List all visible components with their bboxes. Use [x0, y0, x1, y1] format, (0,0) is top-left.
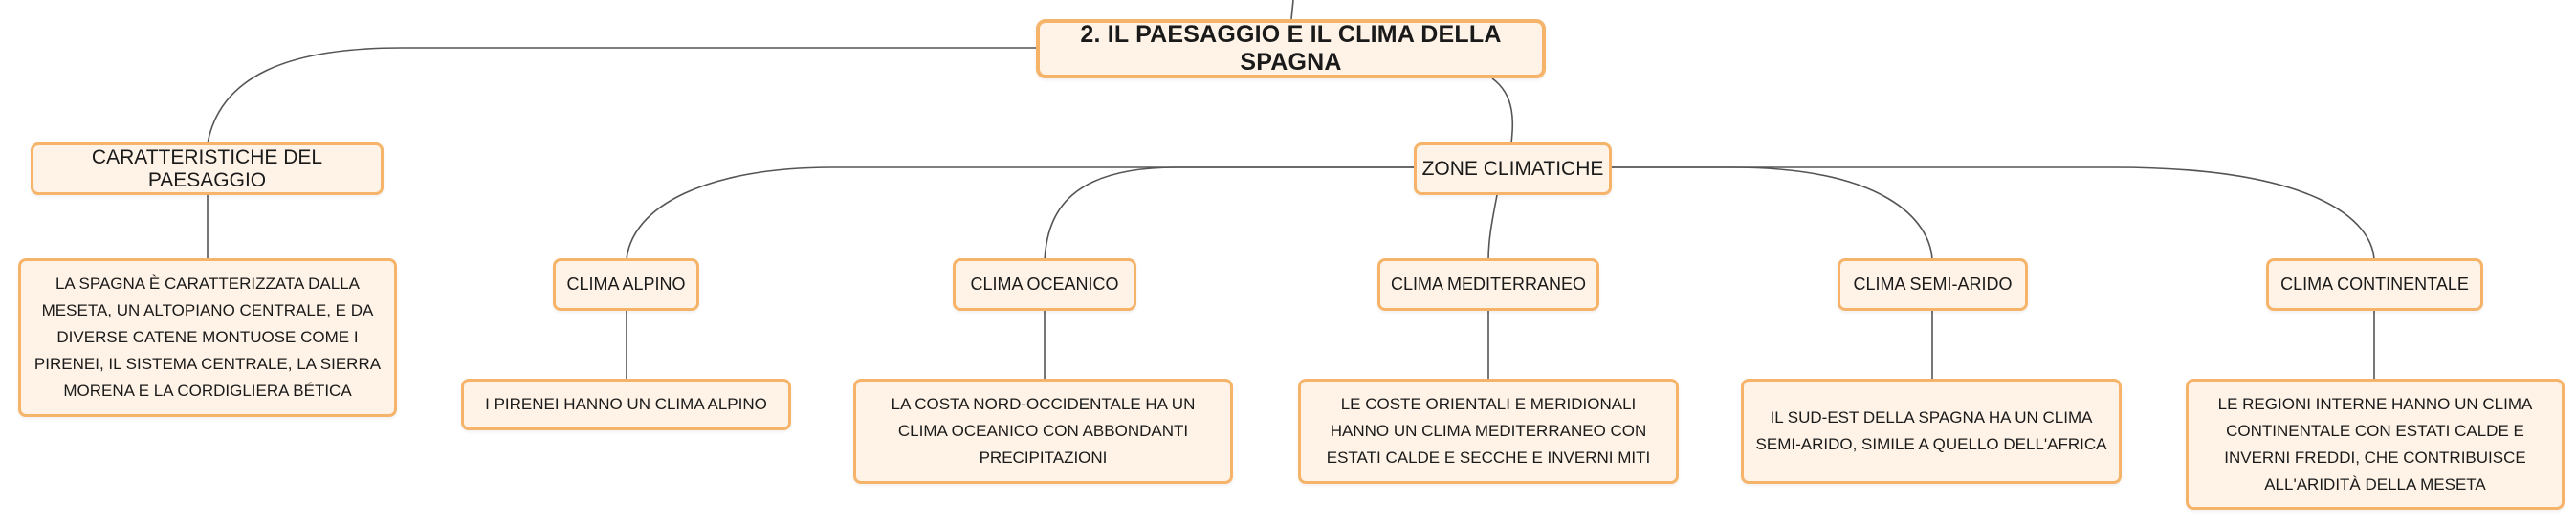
node-mediterraneo-description[interactable]: LE COSTE ORIENTALI E MERIDIONALI HANNO U… — [1298, 379, 1679, 484]
node-label: CLIMA MEDITERRANEO — [1390, 274, 1587, 294]
node-label: ZONE CLIMATICHE — [1421, 157, 1604, 180]
node-clima-continentale[interactable]: CLIMA CONTINENTALE — [2266, 258, 2483, 311]
connector-parent — [1290, 0, 1294, 20]
node-label: CARATTERISTICHE DEL PAESAGGIO — [91, 145, 323, 191]
node-paesaggio-description[interactable]: LA SPAGNA È CARATTERIZZATA DALLA MESETA,… — [18, 258, 397, 417]
connector-zone-mediterraneo — [1487, 194, 1498, 261]
connector-root-zone — [1491, 77, 1514, 144]
root-title: 2. IL PAESAGGIO E IL CLIMA DELLA SPAGNA — [1080, 21, 1502, 76]
node-continentale-description[interactable]: LE REGIONI INTERNE HANNO UN CLIMA CONTIN… — [2186, 379, 2565, 510]
node-caratteristiche-paesaggio[interactable]: CARATTERISTICHE DEL PAESAGGIO — [31, 142, 384, 195]
node-clima-alpino[interactable]: CLIMA ALPINO — [553, 258, 699, 311]
node-alpino-description[interactable]: I PIRENEI HANNO UN CLIMA ALPINO — [461, 379, 791, 430]
node-description: LE COSTE ORIENTALI E MERIDIONALI HANNO U… — [1326, 395, 1651, 467]
connector-zone-oceanico — [1044, 166, 1416, 261]
connector-zone-alpino — [626, 166, 1416, 261]
node-description: LA COSTA NORD-OCCIDENTALE HA UN CLIMA OC… — [891, 395, 1196, 467]
node-description: I PIRENEI HANNO UN CLIMA ALPINO — [485, 395, 767, 413]
node-clima-mediterraneo[interactable]: CLIMA MEDITERRANEO — [1377, 258, 1599, 311]
node-label: CLIMA CONTINENTALE — [2280, 274, 2469, 294]
connector-zone-continentale — [1612, 166, 2375, 261]
root-node[interactable]: 2. IL PAESAGGIO E IL CLIMA DELLA SPAGNA — [1036, 19, 1546, 78]
node-description: LE REGIONI INTERNE HANNO UN CLIMA CONTIN… — [2217, 394, 2533, 493]
node-label: CLIMA OCEANICO — [970, 274, 1119, 294]
connector-zone-semiarido — [1612, 166, 1933, 261]
node-clima-oceanico[interactable]: CLIMA OCEANICO — [953, 258, 1136, 311]
node-label: CLIMA ALPINO — [566, 274, 686, 294]
node-label: CLIMA SEMI-ARIDO — [1853, 274, 2013, 294]
node-semi-arido-description[interactable]: IL SUD-EST DELLA SPAGNA HA UN CLIMA SEMI… — [1741, 379, 2122, 484]
node-oceanico-description[interactable]: LA COSTA NORD-OCCIDENTALE HA UN CLIMA OC… — [853, 379, 1233, 484]
node-clima-semi-arido[interactable]: CLIMA SEMI-ARIDO — [1838, 258, 2028, 311]
node-description: IL SUD-EST DELLA SPAGNA HA UN CLIMA SEMI… — [1755, 408, 2107, 453]
node-description: LA SPAGNA È CARATTERIZZATA DALLA MESETA,… — [33, 274, 382, 400]
connector-root-paesaggio — [207, 47, 1036, 144]
node-zone-climatiche[interactable]: ZONE CLIMATICHE — [1414, 142, 1612, 195]
